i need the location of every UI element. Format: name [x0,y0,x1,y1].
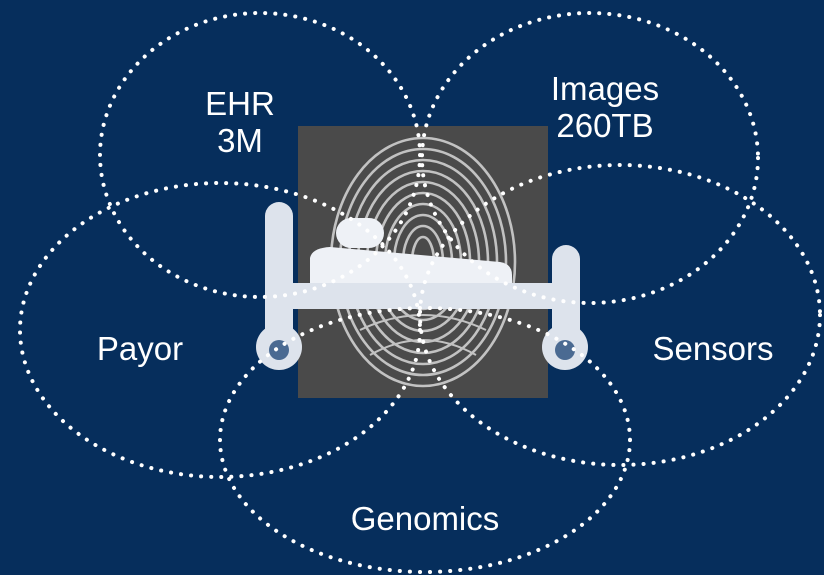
ehr-title: EHR [205,85,275,122]
images-ellipse [420,11,760,305]
sensors-ellipse [418,163,822,467]
images-value: 260TB [556,107,654,144]
genomics-label: Genomics [350,500,500,537]
payor-ellipse [18,181,422,479]
images-label: Images 260TB [525,70,685,144]
ehr-label: EHR 3M [180,85,300,159]
images-title: Images [550,70,660,107]
patient-icon [310,218,512,283]
ehr-value: 3M [217,122,263,159]
sensors-label: Sensors [652,330,774,367]
ehr-ellipse [98,11,422,299]
center-image [256,126,588,398]
genomics-ellipse [218,306,632,574]
payor-label: Payor [96,330,184,367]
